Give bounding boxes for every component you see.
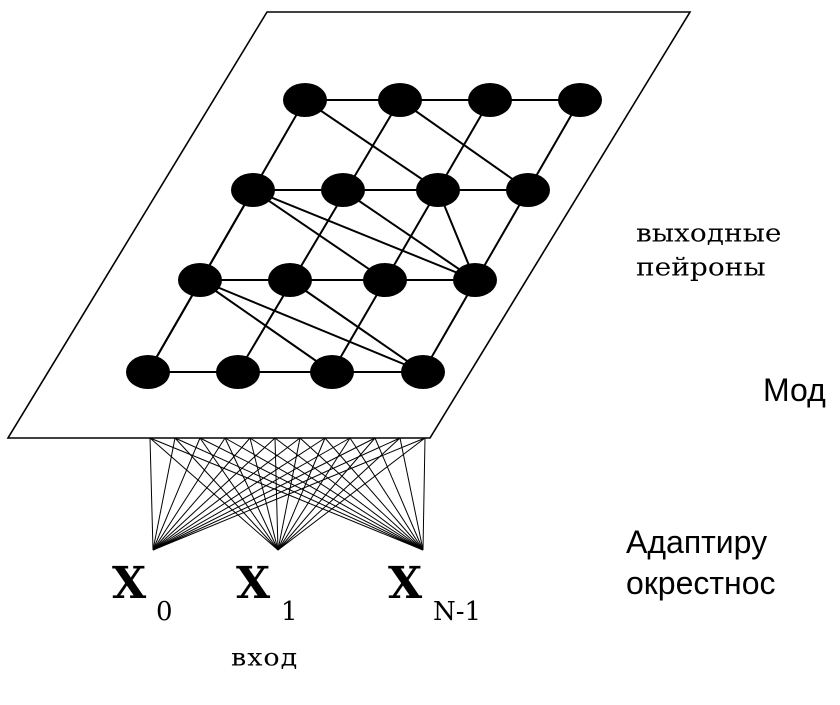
adaptation-caption: Адаптиру [626, 524, 768, 560]
input-xn1-sub: N-1 [433, 597, 481, 627]
input-x0: X 0 [112, 558, 173, 627]
input-xn1: X N-1 [388, 558, 481, 627]
neuron [558, 83, 602, 117]
neuron [310, 355, 354, 389]
neurons [126, 83, 602, 389]
neuron [453, 263, 497, 297]
neuron [178, 263, 222, 297]
output-layer-plane [6, 11, 692, 439]
output-neurons-label-line1: выходные [636, 218, 782, 248]
input-x1-sub: 1 [281, 597, 298, 627]
input-x0-main: X [112, 558, 147, 609]
neuron [401, 355, 445, 389]
output-neurons-label-line2: пейроны [636, 252, 766, 282]
neuron [506, 173, 550, 207]
neuron [268, 263, 312, 297]
neuron [283, 83, 327, 117]
lattice-edges [147, 99, 581, 373]
neuron [321, 173, 365, 207]
neighborhood-caption: окрестнос [626, 565, 776, 601]
neuron [378, 83, 422, 117]
input-label: вход [231, 644, 299, 672]
neuron [231, 173, 275, 207]
neuron [468, 83, 512, 117]
neuron [363, 263, 407, 297]
input-x0-sub: 0 [156, 597, 173, 627]
input-xn1-main: X [388, 558, 423, 609]
neuron [416, 173, 460, 207]
model-caption: Мод [763, 372, 826, 408]
neuron [216, 355, 260, 389]
neuron [126, 355, 170, 389]
input-connections [149, 437, 426, 551]
input-x1-main: X [236, 558, 271, 609]
input-x1: X 1 [236, 558, 298, 627]
